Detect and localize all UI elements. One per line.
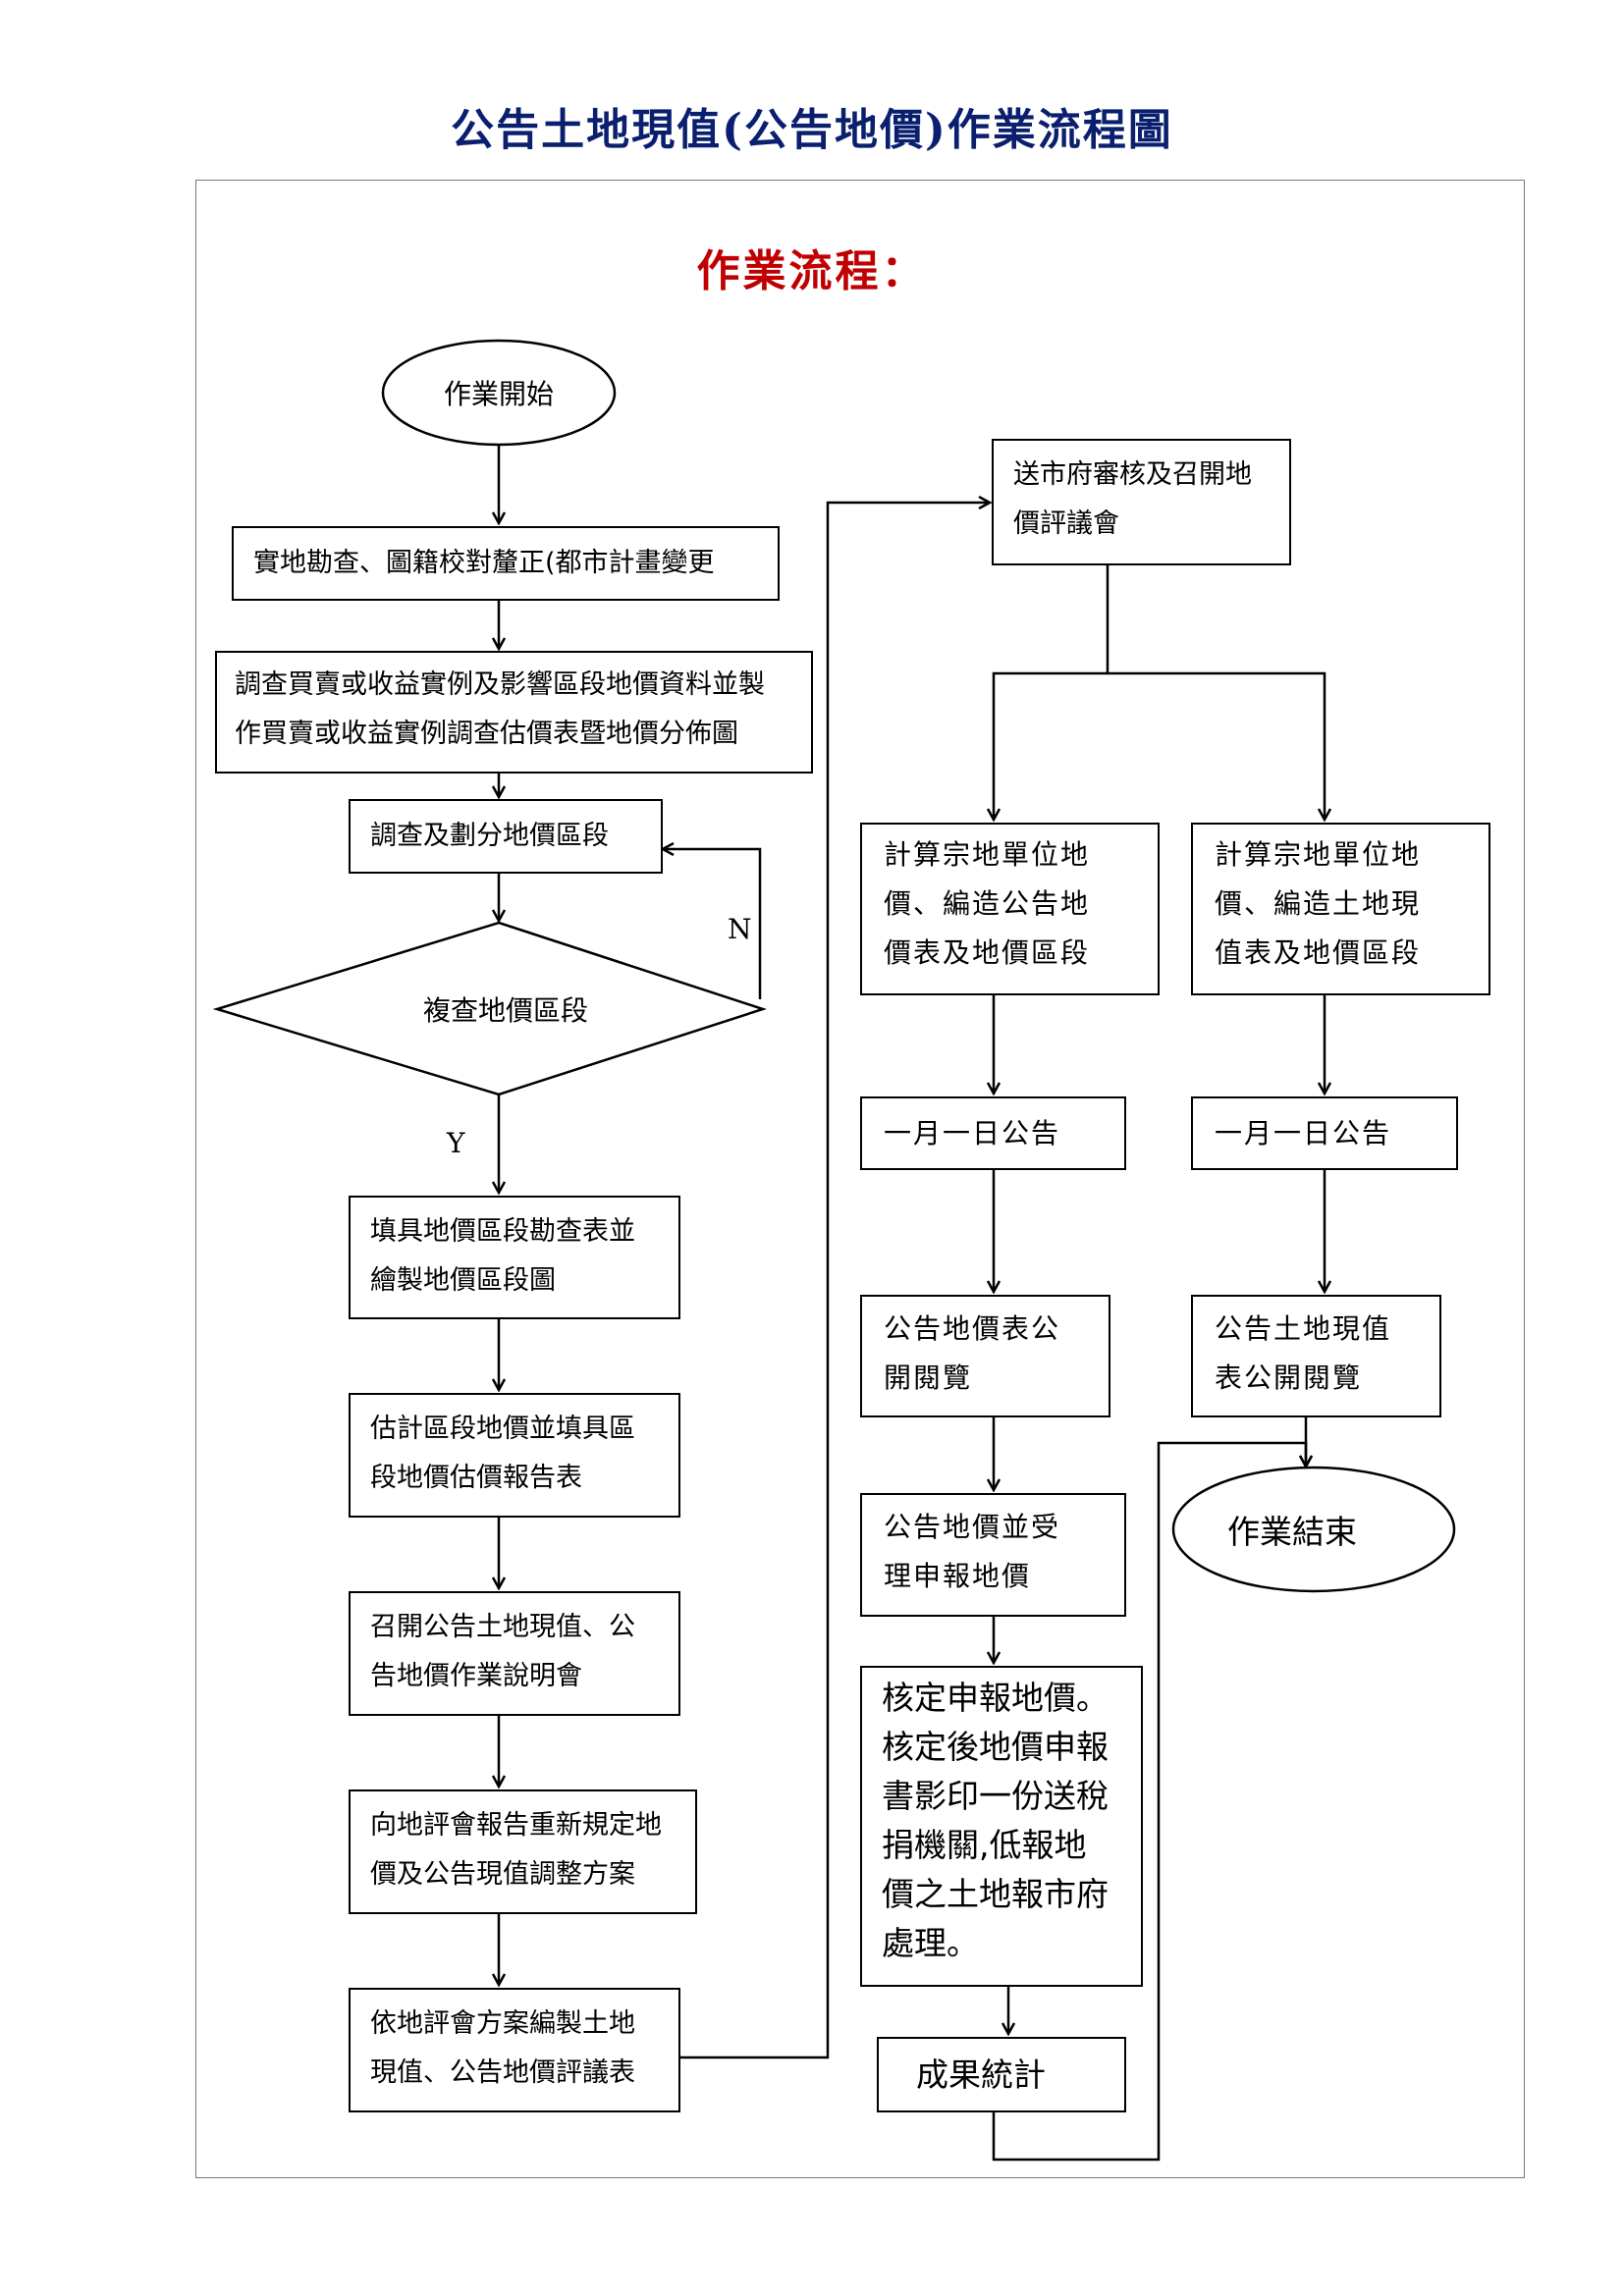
start-oval	[381, 339, 617, 447]
step-calc-land-value: 計算宗地單位地 價、編造土地現 值表及地價區段	[1191, 823, 1490, 995]
step-estimate-report: 估計區段地價並填具區 段地價估價報告表	[349, 1393, 680, 1518]
step-compile-tables: 依地評會方案編製土地 現值、公告地價評議表	[349, 1988, 680, 2112]
arrow-n8-n9	[679, 503, 990, 2059]
arrow-split-left	[994, 671, 1108, 820]
step-announce-left: 一月一日公告	[860, 1096, 1126, 1170]
arrow-decision-no-loop	[663, 849, 762, 999]
branch-no-label: N	[728, 913, 752, 945]
step-declare-price: 公告地價並受 理申報地價	[860, 1493, 1126, 1617]
step-public-view-price: 公告地價表公 開閱覽	[860, 1295, 1110, 1417]
page-title: 公告土地現值(公告地價)作業流程圖	[451, 105, 1173, 155]
section-title: 作業流程：	[696, 246, 928, 296]
decision-label: 複查地價區段	[422, 994, 588, 1027]
step-calc-land-price: 計算宗地單位地 價、編造公告地 價表及地價區段	[860, 823, 1160, 995]
step-report-committee: 向地評會報告重新規定地 價及公告現值調整方案	[349, 1789, 697, 1914]
end-label: 作業結束	[1227, 1513, 1357, 1551]
step-briefing: 召開公告土地現值、公 告地價作業說明會	[349, 1591, 680, 1716]
step-verify-declaration: 核定申報地價。 核定後地價申報 書影印一份送稅 捐機關,低報地 價之土地報市府 …	[860, 1666, 1143, 1987]
step-result-stats: 成果統計	[877, 2037, 1126, 2112]
step-field-survey: 實地勘查、圖籍校對釐正(都市計畫變更	[232, 526, 780, 601]
decision-diamond	[212, 921, 768, 1096]
start-label: 作業開始	[443, 378, 554, 410]
step-city-review: 送市府審核及召開地 價評議會	[992, 439, 1291, 565]
step-survey-examples: 調查買賣或收益實例及影響區段地價資料並製 作買賣或收益實例調查估價表暨地價分佈圖	[215, 651, 813, 774]
end-oval	[1171, 1466, 1456, 1593]
step-public-view-value: 公告土地現值 表公開閱覽	[1191, 1295, 1441, 1417]
end-node: 作業結束	[1173, 1468, 1454, 1591]
start-node: 作業開始	[383, 341, 615, 445]
diagram-frame	[195, 180, 1525, 2178]
step-divide-zones: 調查及劃分地價區段	[349, 799, 663, 874]
step-zone-map: 填具地價區段勘查表並 繪製地價區段圖	[349, 1196, 680, 1319]
branch-yes-label: Y	[447, 1127, 465, 1159]
step-announce-right: 一月一日公告	[1191, 1096, 1458, 1170]
arrow-split-right	[1108, 671, 1325, 820]
